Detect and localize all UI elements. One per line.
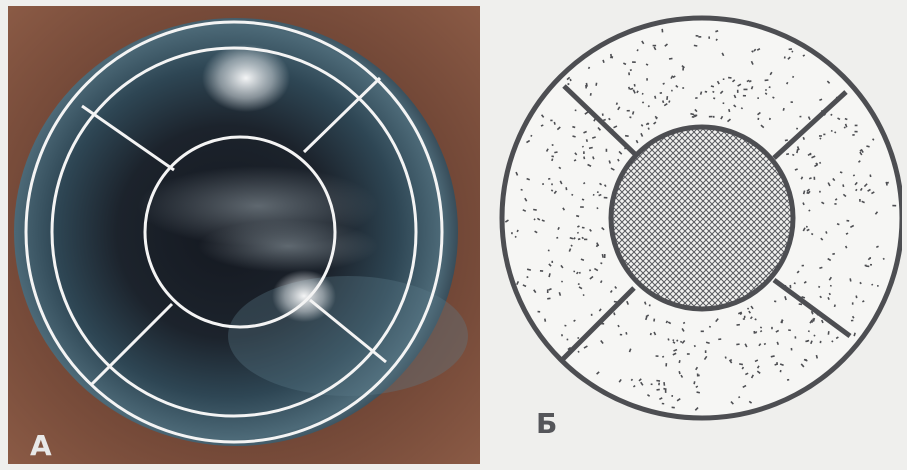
stipple-dot: [870, 264, 872, 266]
stipple-dot: [834, 203, 836, 205]
stipple-dot: [583, 151, 585, 154]
stipple-dot: [653, 45, 657, 47]
stipple-dot: [852, 134, 855, 136]
stipple-dot: [743, 89, 747, 91]
stipple-dot: [540, 270, 543, 272]
stipple-dot: [814, 177, 816, 180]
panel-a-label: А: [30, 432, 52, 460]
stipple-dot: [671, 395, 673, 397]
stipple-dot: [819, 135, 822, 137]
stipple-dot: [662, 403, 665, 405]
stipple-dot: [796, 128, 798, 130]
stipple-dot: [795, 336, 797, 338]
stipple-dot: [597, 191, 599, 193]
stipple-dot: [854, 131, 857, 133]
stipple-dot: [737, 90, 739, 93]
stipple-dot: [551, 155, 554, 157]
stipple-dot: [852, 302, 854, 304]
stipple-dot: [551, 261, 553, 263]
stipple-dot: [846, 220, 849, 222]
stipple-dot: [713, 116, 715, 118]
stipple-dot: [550, 120, 552, 122]
stipple-dot: [718, 338, 721, 340]
stipple-dot: [698, 36, 701, 38]
eye-photo-svg: [8, 6, 480, 464]
stipple-dot: [708, 36, 710, 39]
panel-a-eye-photo: [8, 6, 480, 464]
stipple-dot: [790, 285, 792, 288]
stipple-dot: [620, 334, 622, 336]
stipple-dot: [511, 232, 513, 234]
stipple-dot: [811, 321, 813, 323]
stipple-dot: [757, 118, 759, 120]
stipple-dot: [602, 113, 604, 115]
stipple-dot: [580, 206, 584, 208]
stipple-dot: [855, 125, 858, 127]
stipple-dot: [791, 348, 793, 351]
stipple-dot: [577, 337, 579, 339]
stipple-dot: [698, 374, 700, 376]
stipple-dot: [701, 331, 704, 333]
stipple-dot: [802, 265, 804, 267]
stipple-dot: [547, 289, 549, 293]
stipple-dot: [743, 95, 746, 97]
stipple-dot: [823, 134, 825, 136]
stipple-dot: [787, 379, 789, 381]
stipple-dot: [627, 110, 630, 112]
stipple-dot: [591, 314, 593, 316]
stipple-dot: [892, 205, 896, 207]
stipple-dot: [820, 341, 822, 344]
stipple-dot: [575, 109, 577, 111]
stipple-dot: [696, 35, 699, 37]
stipple-dot: [692, 116, 695, 118]
stipple-dot: [743, 318, 745, 320]
stipple-dot: [753, 331, 755, 334]
stipple-dot: [709, 116, 713, 118]
stipple-dot: [573, 271, 575, 273]
stipple-dot: [604, 254, 606, 258]
stipple-dot: [771, 327, 773, 329]
stipple-dot: [604, 197, 608, 199]
stipple-dot: [859, 199, 861, 202]
stipple-dot: [628, 72, 630, 75]
stipple-dot: [819, 191, 821, 193]
schematic-svg: [484, 6, 902, 464]
stipple-dot: [869, 257, 871, 259]
stipple-dot: [656, 355, 659, 357]
stipple-dot: [851, 320, 853, 322]
stipple-dot: [632, 61, 636, 63]
stipple-dot: [606, 149, 608, 152]
stipple-dot: [561, 334, 563, 336]
stipple-dot: [687, 353, 690, 355]
stipple-dot: [799, 116, 801, 118]
stipple-dot: [582, 227, 585, 229]
stipple-dot: [537, 311, 540, 313]
stipple-dot: [658, 383, 660, 386]
stipple-dot: [651, 383, 653, 385]
stipple-dot: [665, 363, 667, 366]
stipple-dot: [744, 316, 746, 318]
stipple-dot: [646, 78, 648, 80]
stipple-dot: [551, 183, 553, 185]
stipple-dot: [757, 97, 759, 99]
panel-b-schematic: [484, 6, 902, 464]
stipple-dot: [578, 283, 580, 285]
stipple-dot: [791, 101, 793, 103]
stipple-dot: [682, 87, 684, 89]
stipple-dot: [585, 85, 587, 89]
stipple-dot: [671, 90, 673, 92]
stipple-dot: [705, 350, 707, 353]
stipple-dot: [807, 192, 809, 194]
stipple-dot: [723, 102, 725, 104]
stipple-dot: [584, 239, 587, 241]
stipple-dot: [723, 78, 725, 80]
stipple-dot: [705, 91, 708, 93]
stipple-dot: [877, 285, 879, 287]
stipple-dot: [784, 56, 786, 58]
panel-b-label: Б: [536, 410, 557, 438]
